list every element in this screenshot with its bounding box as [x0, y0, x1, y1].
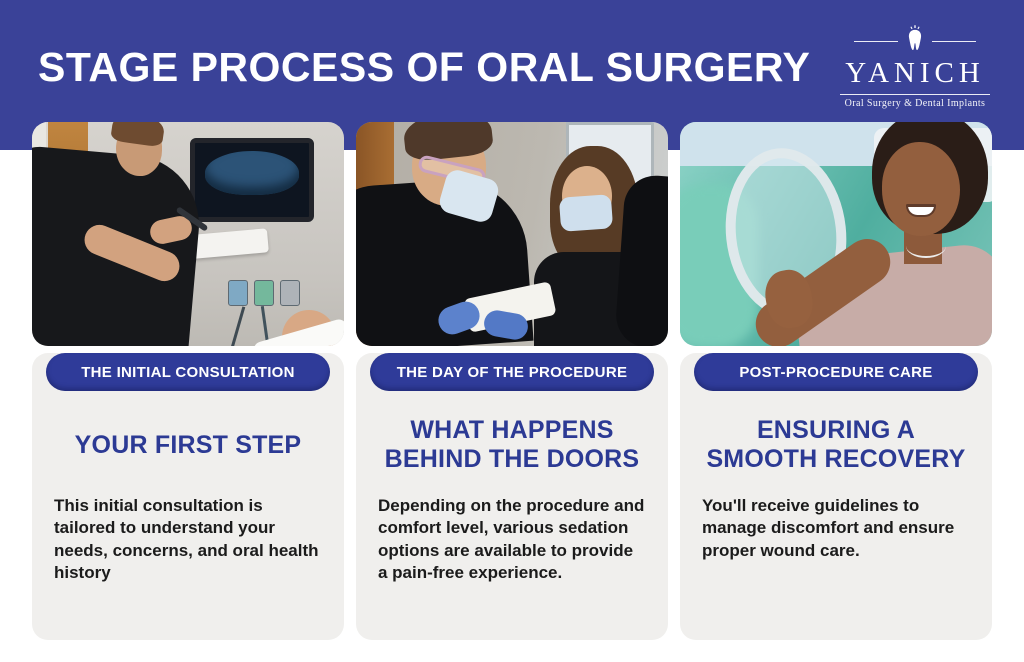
stage-badge: POST-PROCEDURE CARE [693, 353, 978, 391]
card-body: This initial consultation is tailored to… [54, 496, 319, 583]
card-heading: ENSURING A SMOOTH RECOVERY [706, 416, 966, 473]
tooth-icon [904, 24, 926, 59]
stage-badge: THE DAY OF THE PROCEDURE [369, 353, 654, 391]
wall-outlet [228, 280, 248, 306]
assistant-mask [558, 194, 614, 232]
page-title: STAGE PROCESS OF ORAL SURGERY [38, 44, 811, 90]
logo-right-rule [932, 40, 976, 42]
card-post-procedure-care: POST-PROCEDURE CARE ENSURING A SMOOTH RE… [679, 122, 992, 640]
logo-wordmark: YANICH [845, 57, 985, 89]
photo-recovery [679, 122, 992, 346]
card-initial-consultation: THE INITIAL CONSULTATION YOUR FIRST STEP… [32, 122, 344, 640]
necklace [905, 234, 946, 258]
brand-logo: YANICH Oral Surgery & Dental Implants [836, 24, 994, 109]
logo-ornament [836, 24, 994, 59]
stage-badge: THE INITIAL CONSULTATION [46, 353, 330, 391]
panoramic-xray [205, 151, 299, 195]
card-panel: THE INITIAL CONSULTATION YOUR FIRST STEP… [32, 353, 344, 640]
card-body: You'll receive guidelines to manage disc… [701, 496, 955, 560]
wall-outlet [254, 280, 274, 306]
card-day-of-procedure: THE DAY OF THE PROCEDURE WHAT HAPPENS BE… [355, 122, 668, 640]
logo-left-rule [854, 40, 898, 42]
cable [229, 306, 246, 346]
logo-divider [840, 94, 990, 95]
card-heading: WHAT HAPPENS BEHIND THE DOORS [384, 416, 640, 473]
card-body: Depending on the procedure and comfort l… [377, 496, 645, 583]
stage-cards: THE INITIAL CONSULTATION YOUR FIRST STEP… [32, 122, 992, 640]
logo-tagline: Oral Surgery & Dental Implants [844, 98, 986, 109]
patient-face [881, 142, 960, 236]
xray-monitor [190, 138, 314, 222]
card-heading: YOUR FIRST STEP [74, 430, 302, 459]
wall-outlet [280, 280, 300, 306]
card-panel: THE DAY OF THE PROCEDURE WHAT HAPPENS BE… [355, 353, 668, 640]
card-panel: POST-PROCEDURE CARE ENSURING A SMOOTH RE… [679, 353, 992, 640]
photo-consultation [32, 122, 344, 346]
photo-procedure [355, 122, 668, 346]
